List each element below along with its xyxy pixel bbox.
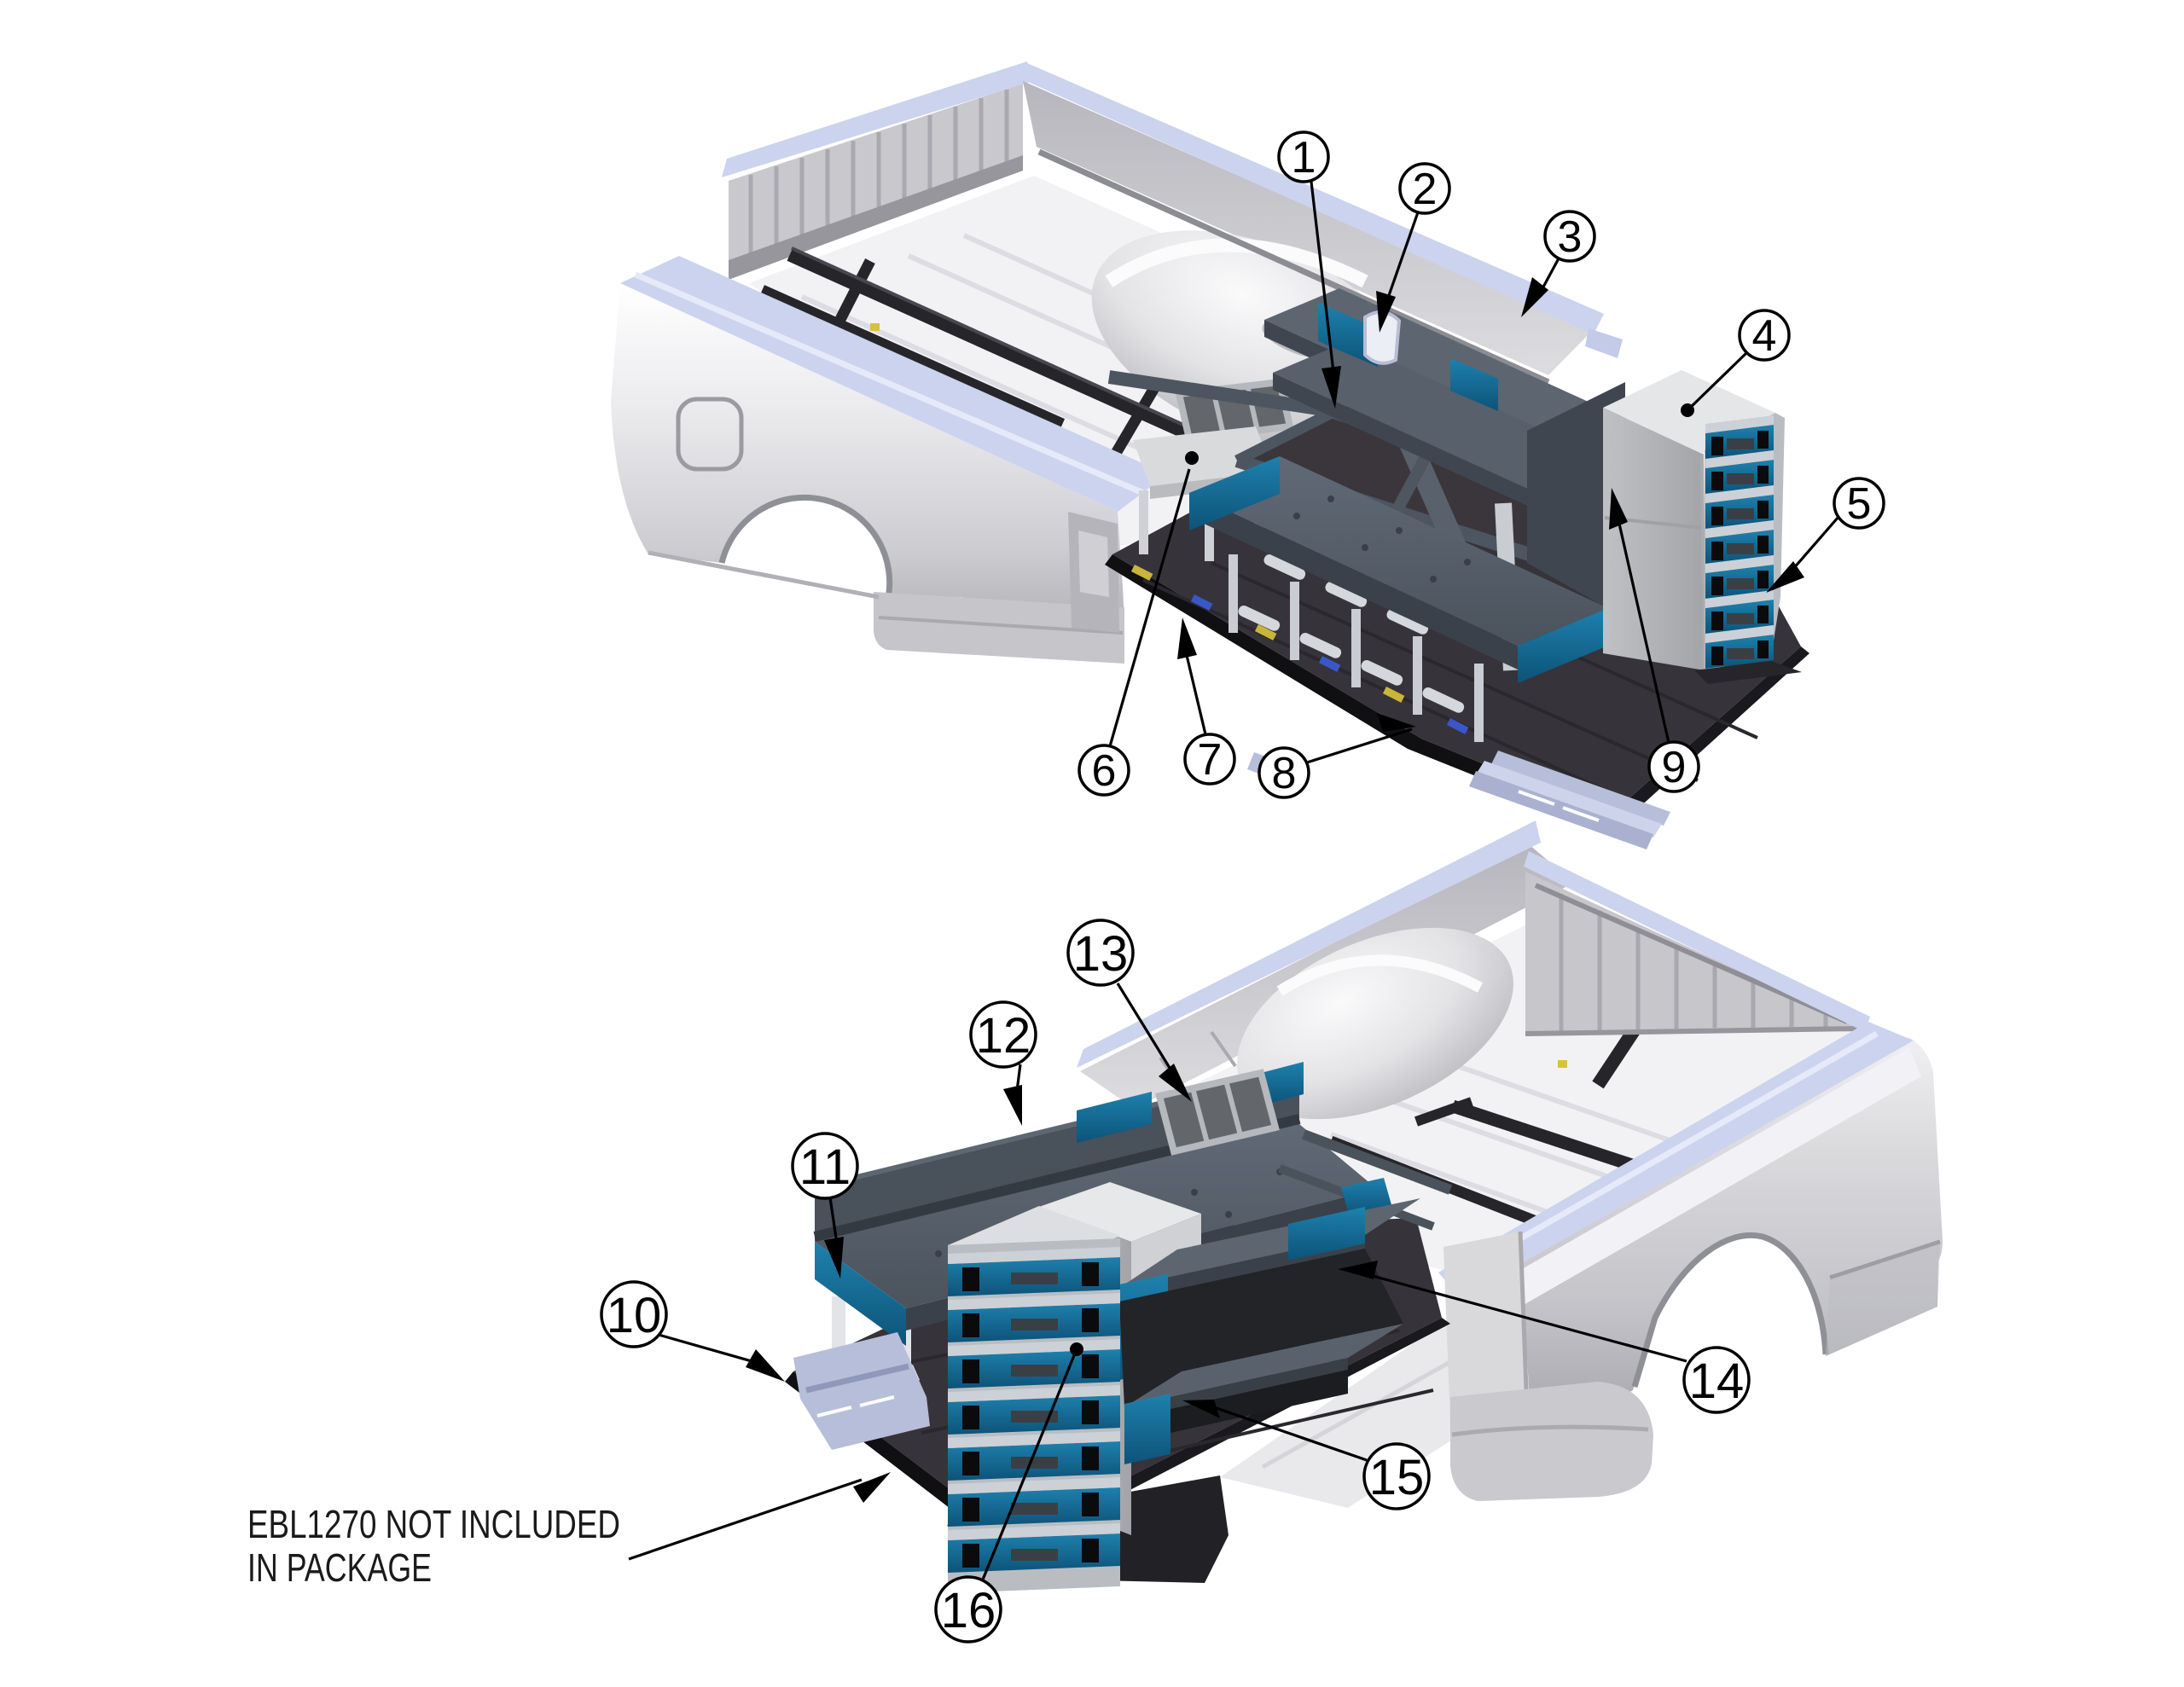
- svg-text:13: 13: [1073, 926, 1129, 982]
- svg-text:12: 12: [976, 1008, 1031, 1064]
- svg-text:8: 8: [1272, 749, 1297, 798]
- svg-text:6: 6: [1092, 746, 1117, 796]
- svg-text:7: 7: [1198, 735, 1223, 785]
- svg-text:9: 9: [1662, 743, 1687, 792]
- svg-text:IN PACKAGE: IN PACKAGE: [247, 1545, 432, 1590]
- svg-text:14: 14: [1689, 1354, 1745, 1409]
- svg-text:2: 2: [1413, 165, 1438, 214]
- svg-text:16: 16: [941, 1583, 996, 1638]
- svg-text:4: 4: [1752, 311, 1777, 361]
- svg-text:15: 15: [1369, 1450, 1425, 1505]
- svg-text:3: 3: [1558, 212, 1583, 262]
- svg-text:5: 5: [1847, 479, 1872, 529]
- svg-text:11: 11: [799, 1139, 851, 1195]
- svg-text:10: 10: [607, 1288, 662, 1343]
- svg-text:1: 1: [1292, 133, 1316, 183]
- svg-text:EBL1270 NOT INCLUDED: EBL1270 NOT INCLUDED: [247, 1502, 620, 1546]
